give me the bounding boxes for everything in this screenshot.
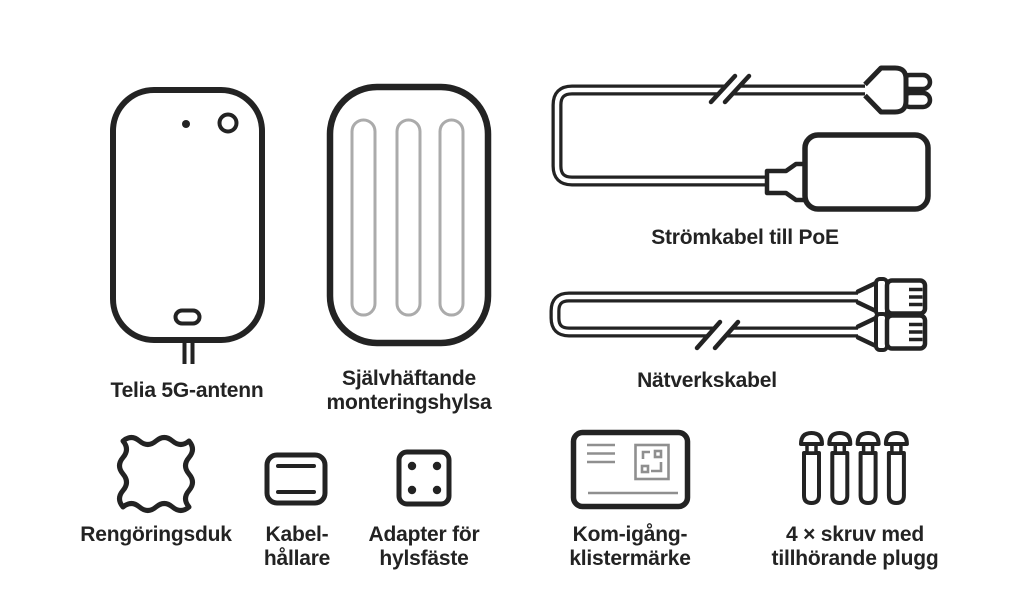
network-cable-icon — [549, 277, 928, 353]
mounting-sleeve-label-line1: Självhäftande — [342, 367, 476, 390]
rj45-connector-bottom — [855, 312, 928, 352]
sticker-label-line2: klistermärke — [569, 547, 691, 570]
adapter-icon — [396, 449, 452, 507]
antenna-icon — [110, 87, 265, 364]
network-cable-label: Nätverkskabel — [637, 369, 777, 392]
cable-holder-label: Kabel- hållare — [247, 523, 347, 571]
mounting-sleeve-icon — [326, 83, 492, 347]
cable-holder-label-line1: Kabel- — [265, 523, 329, 546]
power-cable-label: Strömkabel till PoE — [651, 226, 839, 249]
sticker-label: Kom-igång- klistermärke — [545, 523, 715, 571]
cleaning-cloth-label: Rengöringsduk — [80, 523, 232, 546]
cleaning-cloth-icon — [117, 435, 195, 513]
antenna-label: Telia 5G-antenn — [110, 379, 264, 402]
mounting-sleeve-label-line2: monteringshylsa — [326, 391, 492, 414]
sticker-icon — [570, 429, 691, 510]
sticker-label-line1: Kom-igång- — [572, 523, 688, 546]
adapter-label-line2: hylsfäste — [379, 547, 469, 570]
screws-label-line1: 4 × skruv med — [785, 523, 925, 546]
screws-label-line2: tillhörande plugg — [771, 547, 939, 570]
adapter-label-line1: Adapter för — [368, 523, 480, 546]
cable-holder-label-line2: hållare — [263, 547, 331, 570]
qr-code-glyph — [634, 443, 670, 481]
power-cable-icon — [551, 65, 933, 212]
cable-holder-icon — [264, 452, 328, 506]
adapter-label: Adapter för hylsfäste — [344, 523, 504, 571]
rj45-connector-top — [855, 277, 928, 317]
mounting-sleeve-label: Självhäftande monteringshylsa — [309, 367, 509, 415]
screws-label: 4 × skruv med tillhörande plugg — [755, 523, 955, 571]
screws-icon — [799, 431, 909, 505]
